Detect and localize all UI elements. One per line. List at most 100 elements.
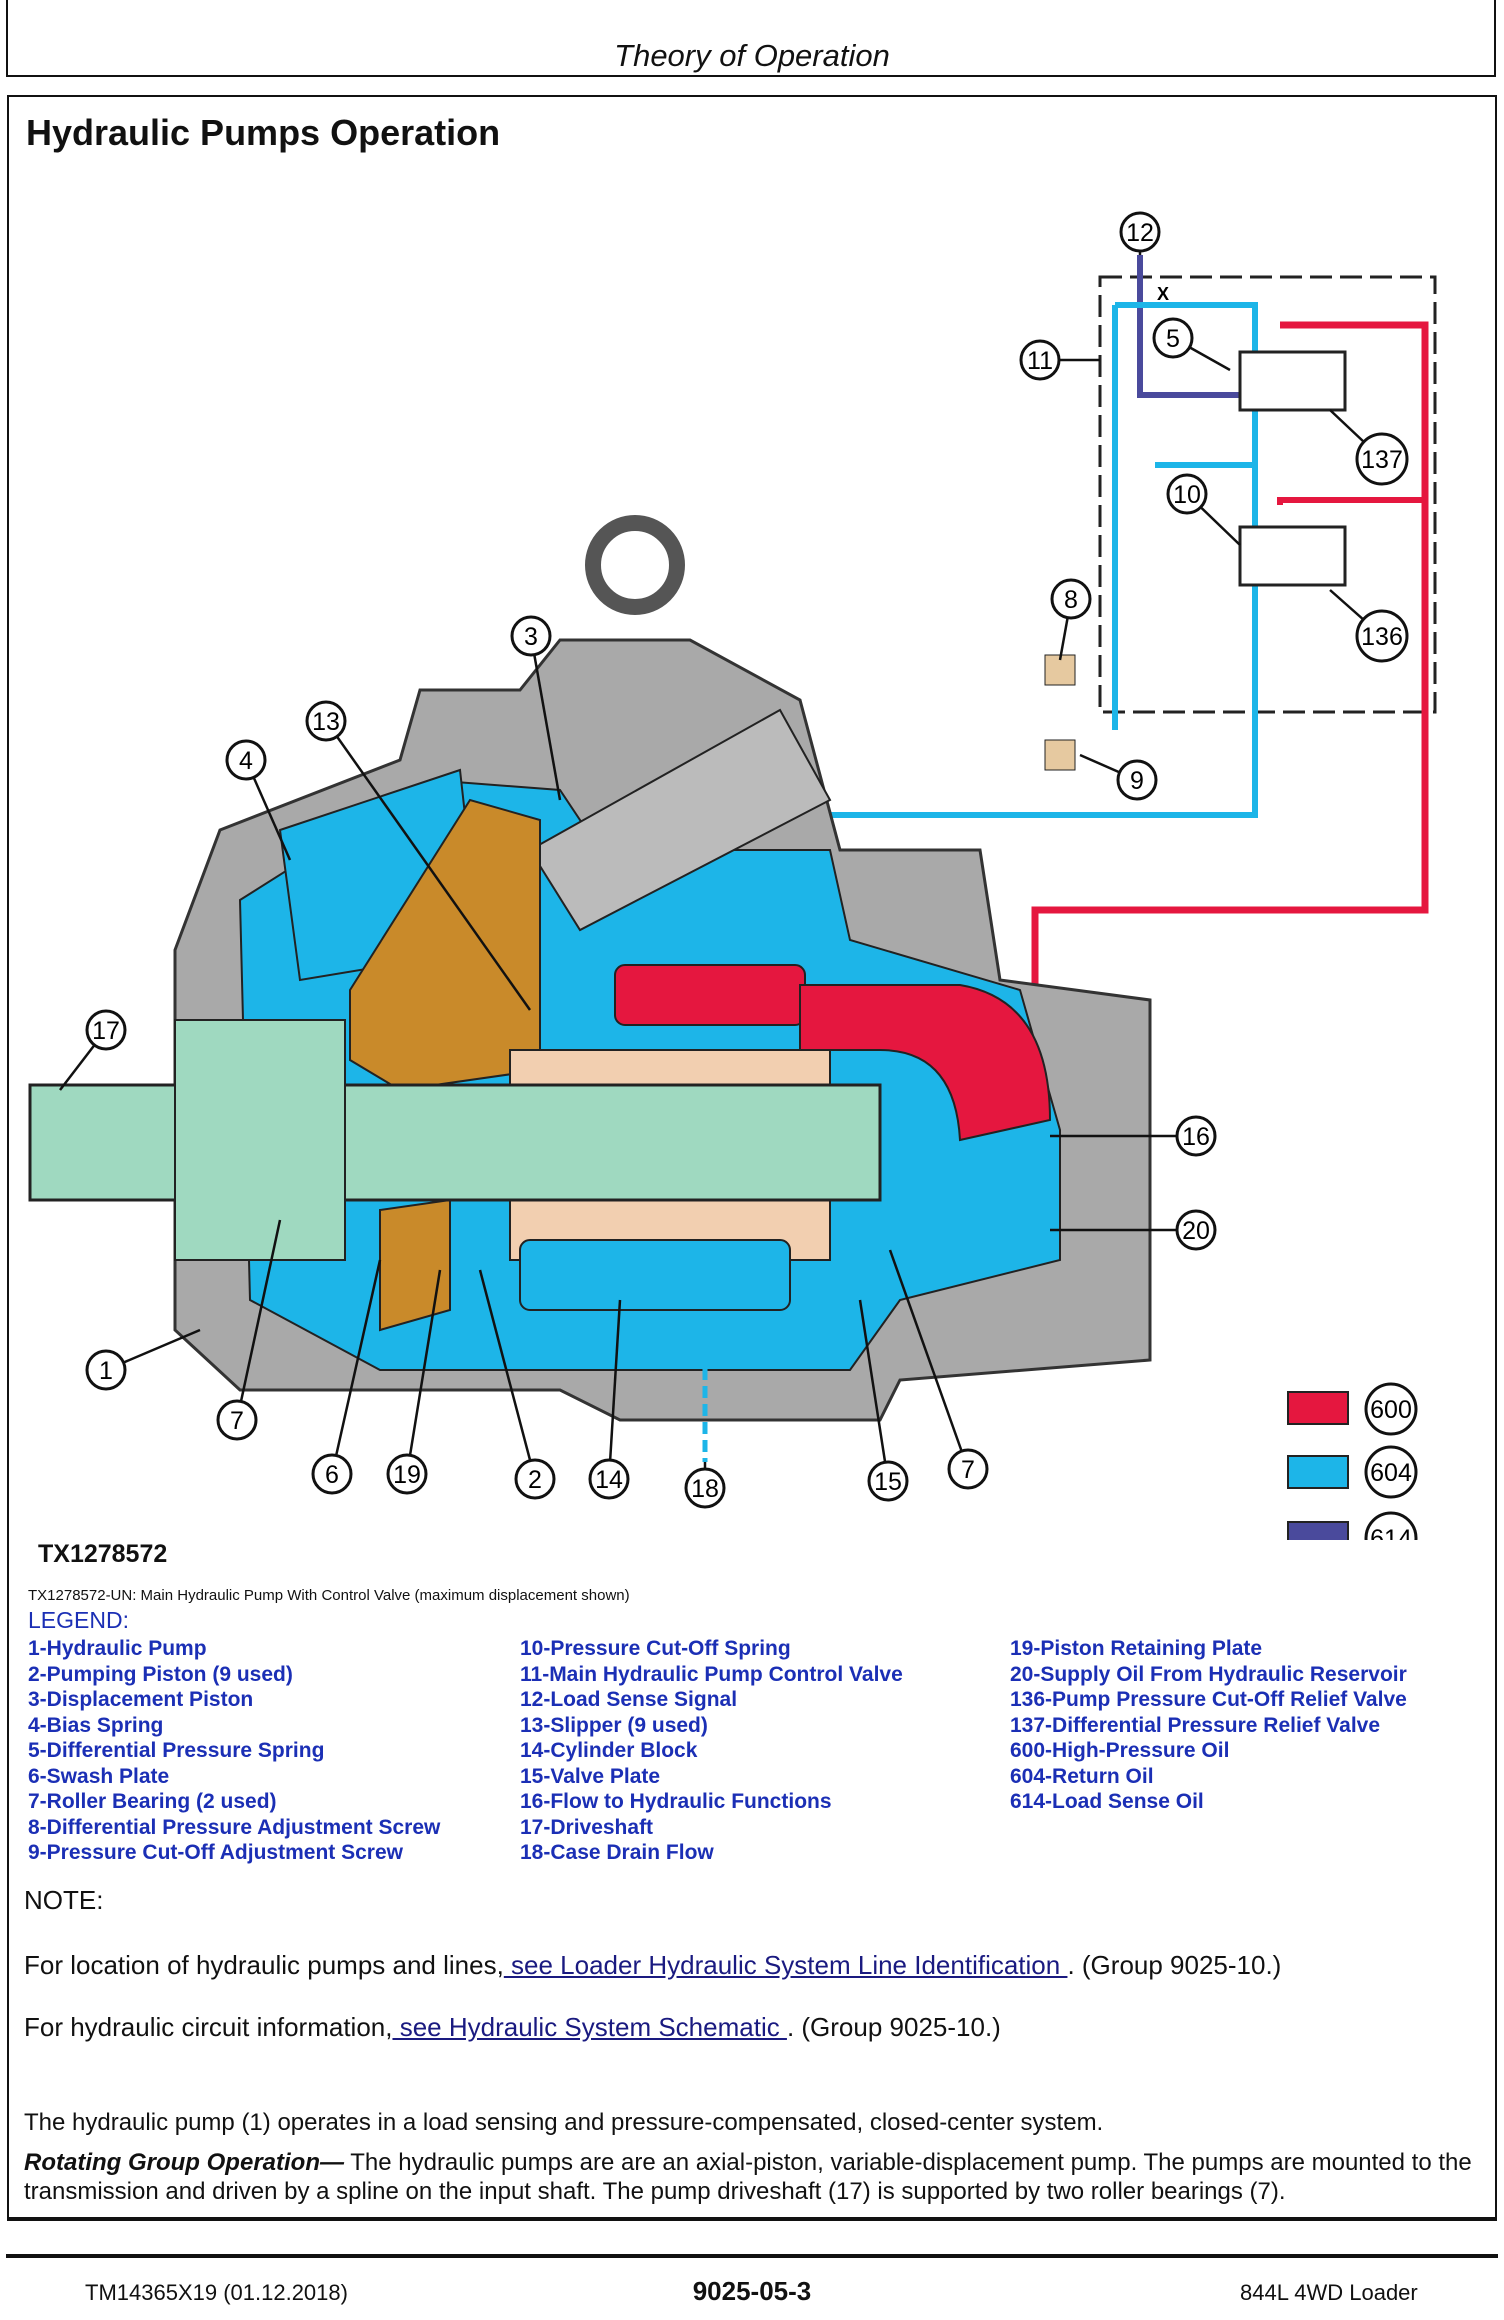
callout: 9 bbox=[1079, 753, 1158, 801]
callout-number: 1 bbox=[99, 1357, 113, 1385]
callout: 14 bbox=[588, 1299, 630, 1500]
pressure-line bbox=[1020, 321, 1429, 1004]
legend-item: 8-Differential Pressure Adjustment Screw bbox=[28, 1815, 441, 1839]
callout-number: 15 bbox=[874, 1468, 902, 1496]
line-identification-link[interactable]: see Loader Hydraulic System Line Identif… bbox=[503, 1950, 1068, 1980]
body-paragraph-1: The hydraulic pump (1) operates in a loa… bbox=[24, 2109, 1104, 2136]
callout-number: 604 bbox=[1370, 1459, 1412, 1487]
callout-leader bbox=[888, 1249, 970, 1470]
legend-item: 20-Supply Oil From Hydraulic Reservoir bbox=[1010, 1662, 1407, 1686]
valve-136 bbox=[1238, 525, 1347, 587]
ref-text: For hydraulic circuit information, bbox=[24, 2012, 393, 2042]
callout: 4 bbox=[225, 739, 292, 861]
callout: 3 bbox=[510, 615, 562, 801]
legend-item: 5-Differential Pressure Spring bbox=[28, 1739, 325, 1762]
pumping-piston bbox=[614, 964, 806, 1026]
displacement-piston bbox=[528, 708, 832, 932]
callout-circle bbox=[1019, 339, 1061, 381]
callout-number: 17 bbox=[92, 1017, 120, 1045]
callout: 8 bbox=[1050, 578, 1092, 661]
callout-circle bbox=[1119, 211, 1161, 253]
callout-number: 9 bbox=[1130, 767, 1144, 795]
legend-item: 7-Roller Bearing (2 used) bbox=[28, 1790, 277, 1813]
callout-number: 18 bbox=[691, 1475, 719, 1503]
callout-circle bbox=[1364, 1382, 1418, 1436]
callout-circle bbox=[867, 1460, 909, 1502]
legend-item: 136-Pump Pressure Cut-Off Relief Valve bbox=[1010, 1688, 1407, 1711]
page-title: Hydraulic Pumps Operation bbox=[26, 112, 501, 153]
callout-circle bbox=[1355, 609, 1409, 663]
callout-leader bbox=[858, 1299, 890, 1482]
callout: 604 bbox=[1364, 1445, 1418, 1499]
high-pressure-passage bbox=[799, 984, 1052, 1142]
header-title: Theory of Operation bbox=[614, 38, 890, 73]
callout: 10 bbox=[1166, 473, 1241, 546]
callout-number: 4 bbox=[239, 747, 253, 775]
callout-circle bbox=[1116, 759, 1158, 801]
callout-number: 136 bbox=[1361, 623, 1403, 651]
lifting-eye bbox=[585, 515, 685, 615]
callout-number: 10 bbox=[1173, 481, 1201, 509]
legend-item: 18-Case Drain Flow bbox=[520, 1841, 714, 1864]
legend-item: 12-Load Sense Signal bbox=[520, 1688, 738, 1711]
callout-circle bbox=[1166, 473, 1208, 515]
callout-number: 7 bbox=[961, 1456, 975, 1484]
callout: 600 bbox=[1364, 1382, 1418, 1436]
port-x-label: X bbox=[1157, 284, 1169, 304]
callout-circle bbox=[1152, 317, 1194, 359]
ref-group: . (Group 9025-10.) bbox=[786, 2012, 1001, 2042]
legend-item: 10-Pressure Cut-Off Spring bbox=[520, 1637, 791, 1660]
callout-number: 16 bbox=[1182, 1123, 1210, 1151]
reference-line-2: For hydraulic circuit information, see H… bbox=[24, 2012, 1001, 2043]
callout: 15 bbox=[858, 1299, 909, 1502]
callout-number: 3 bbox=[524, 623, 538, 651]
driveshaft bbox=[28, 1083, 882, 1202]
callout-number: 19 bbox=[393, 1461, 421, 1489]
callout-number: 14 bbox=[595, 1466, 623, 1494]
control-valve-box bbox=[1098, 275, 1437, 714]
callout-number: 13 bbox=[312, 708, 340, 736]
callout-leader bbox=[529, 635, 562, 801]
callout-circle bbox=[386, 1453, 428, 1495]
callout-circle bbox=[1364, 1445, 1418, 1499]
legend-title: LEGEND: bbox=[28, 1607, 129, 1633]
callout-number: 7 bbox=[230, 1407, 244, 1435]
legend-item: 15-Valve Plate bbox=[520, 1764, 661, 1788]
legend-item: 600-High-Pressure Oil bbox=[1010, 1739, 1230, 1762]
callout: 13 bbox=[305, 700, 532, 1011]
legend-item: 11-Main Hydraulic Pump Control Valve bbox=[520, 1662, 903, 1686]
callout: 5 bbox=[1152, 317, 1231, 372]
callout-circle bbox=[225, 739, 267, 781]
callout-leader bbox=[235, 1219, 282, 1421]
system-schematic-link[interactable]: see Hydraulic System Schematic bbox=[392, 2012, 787, 2042]
callout-number: 20 bbox=[1182, 1217, 1210, 1245]
callout: 136 bbox=[1329, 589, 1409, 663]
callout: 137 bbox=[1329, 409, 1409, 486]
callout: 7 bbox=[216, 1219, 282, 1441]
swatch-600 bbox=[1287, 1391, 1349, 1425]
callout-leader bbox=[324, 720, 532, 1011]
callout: 17 bbox=[59, 1009, 127, 1091]
callout-number: 137 bbox=[1361, 446, 1403, 474]
legend-item: 1-Hydraulic Pump bbox=[28, 1637, 207, 1660]
content-box bbox=[7, 95, 1497, 2221]
callout-circle bbox=[947, 1448, 989, 1490]
swatch-614 bbox=[1287, 1521, 1349, 1540]
header-box bbox=[6, 0, 1496, 77]
callout-circle bbox=[514, 1458, 556, 1500]
callout-leader bbox=[405, 1269, 442, 1475]
callout-circle bbox=[85, 1349, 127, 1391]
callout-circle bbox=[1175, 1115, 1217, 1157]
footer-model: 844L 4WD Loader bbox=[1240, 2280, 1418, 2305]
footer-doc-id: TM14365X19 (01.12.2018) bbox=[85, 2280, 348, 2305]
callout-circle bbox=[216, 1399, 258, 1441]
legend-item: 13-Slipper (9 used) bbox=[520, 1713, 708, 1737]
callout: 1 bbox=[85, 1328, 201, 1391]
callout: 11 bbox=[1019, 339, 1100, 381]
legend-item: 604-Return Oil bbox=[1010, 1764, 1154, 1788]
callout-circle bbox=[588, 1458, 630, 1500]
legend-item: 4-Bias Spring bbox=[28, 1713, 164, 1737]
legend-item: 16-Flow to Hydraulic Functions bbox=[520, 1790, 832, 1813]
